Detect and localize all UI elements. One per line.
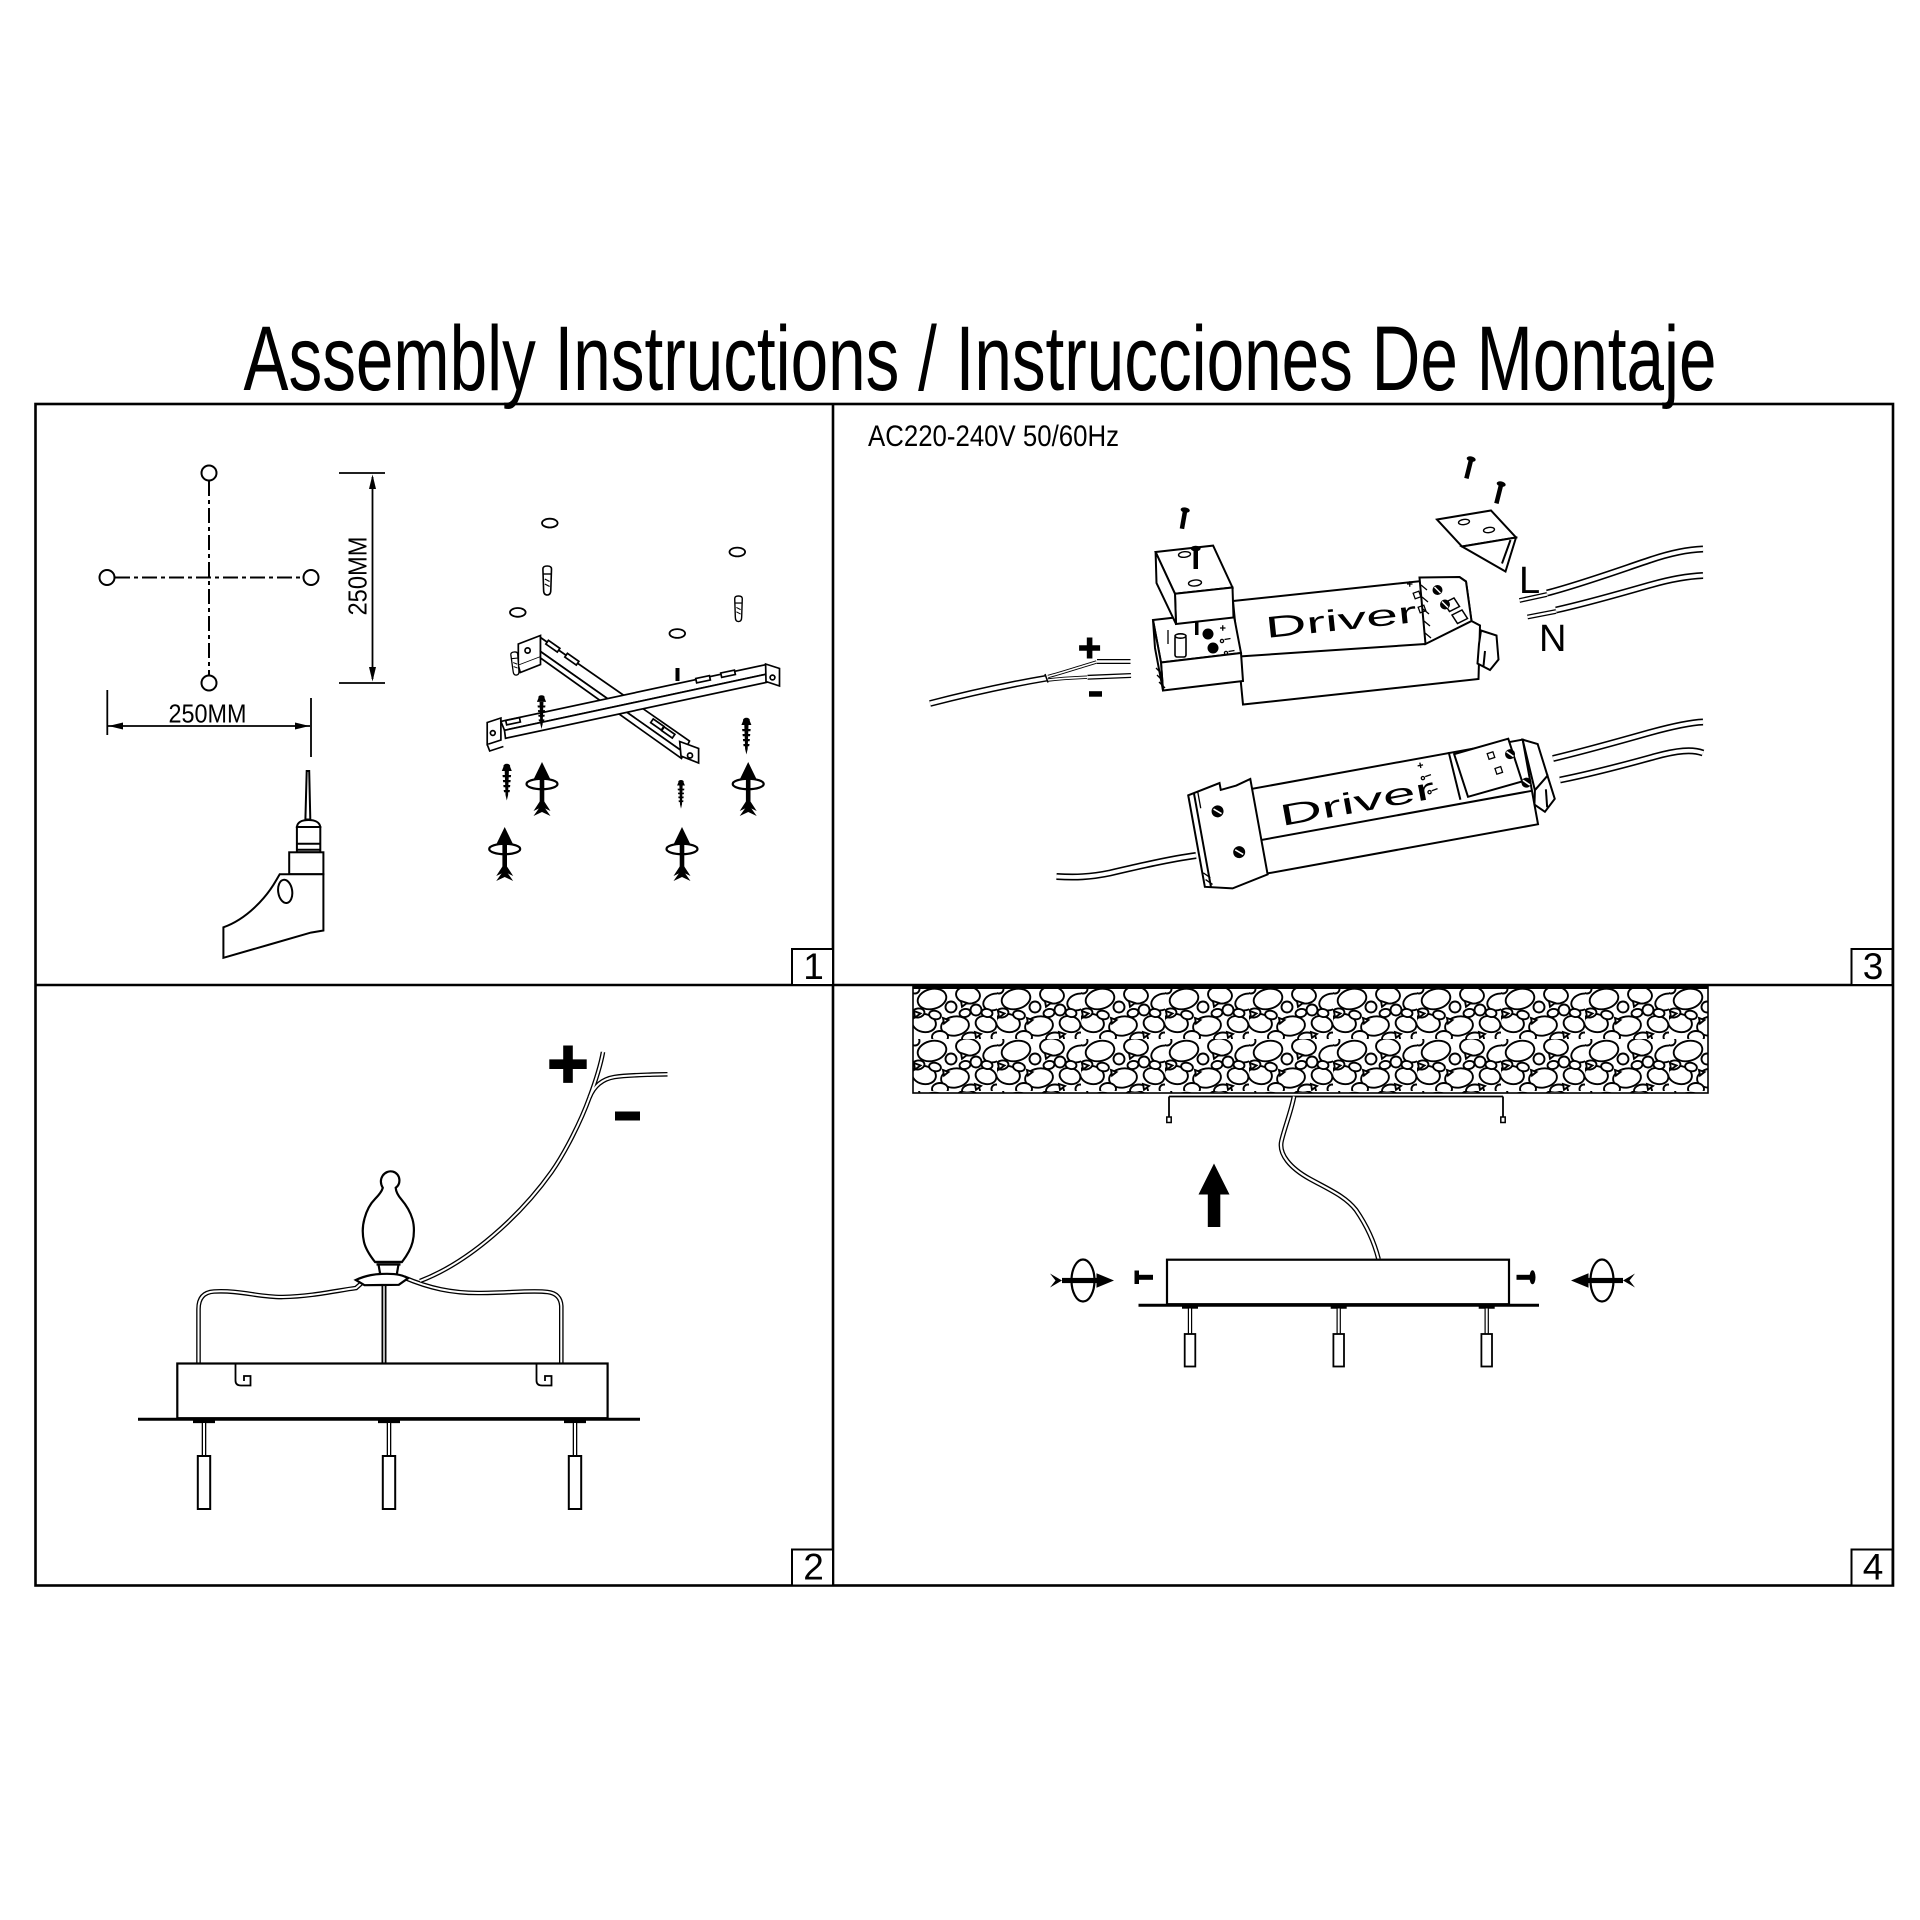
svg-text:250MM: 250MM <box>343 537 373 616</box>
svg-text:250MM: 250MM <box>169 699 247 729</box>
svg-text:3: 3 <box>1863 946 1884 987</box>
svg-text:AC220-240V 50/60Hz: AC220-240V 50/60Hz <box>868 420 1119 453</box>
svg-text:Assembly Instructions / Instru: Assembly Instructions / Instrucciones De… <box>244 308 1717 410</box>
svg-text:4: 4 <box>1863 1547 1884 1588</box>
svg-text:2: 2 <box>803 1547 824 1588</box>
svg-text:1: 1 <box>803 946 824 987</box>
svg-text:N: N <box>1539 618 1566 660</box>
svg-text:L: L <box>1519 560 1540 602</box>
